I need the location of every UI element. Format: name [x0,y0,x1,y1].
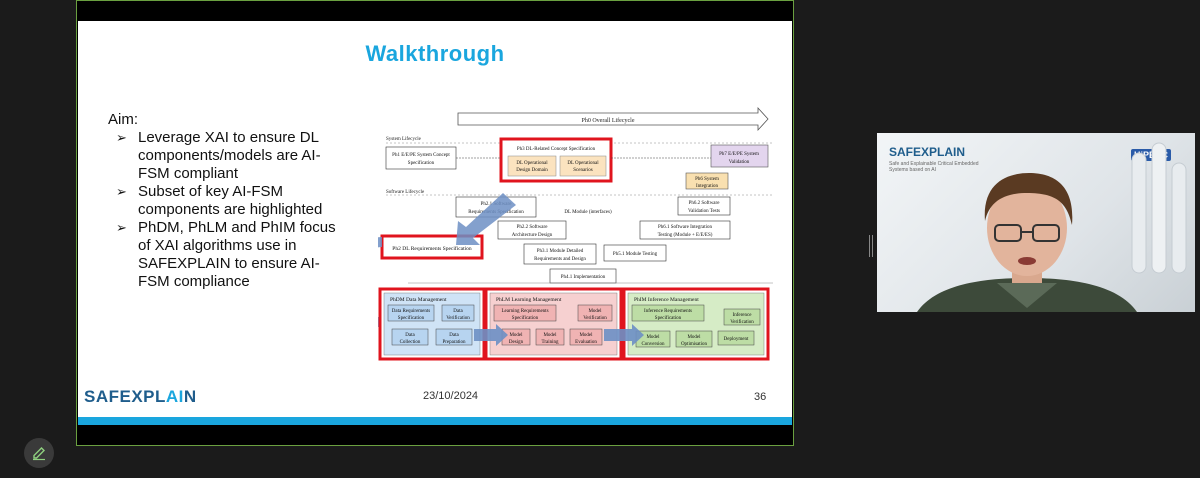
svg-text:Model: Model [687,335,701,340]
svg-text:Data: Data [453,309,463,314]
svg-text:Specification: Specification [398,316,425,321]
ph62-box [677,196,731,216]
aim-heading: Aim: [108,111,138,128]
svg-text:Validation: Validation [729,160,750,165]
slide-date: 23/10/2024 [423,390,479,402]
svg-text:Ph2.2 Software: Ph2.2 Software [517,225,549,230]
svg-text:PhLM Learning Management: PhLM Learning Management [496,297,562,303]
svg-text:Data: Data [405,333,415,338]
svg-text:Specification: Specification [512,316,539,321]
ph7-box [710,144,769,168]
svg-text:Ph6.1 Software Integration: Ph6.1 Software Integration [658,225,713,230]
svg-text:Ph6 System: Ph6 System [695,177,719,182]
svg-text:Ph4.1 Implementation: Ph4.1 Implementation [561,275,606,280]
system-lifecycle-label: System Lifecycle [386,137,422,142]
svg-text:DL Operational: DL Operational [567,161,599,166]
footer-bar [78,417,792,425]
aim-bullets: ➢Leverage XAI to ensure DL components/mo… [108,129,338,291]
svg-text:Data Requirements: Data Requirements [392,309,431,314]
software-lifecycle-label: Software Lifecycle [386,190,425,195]
svg-text:Specification: Specification [408,161,435,166]
svg-text:Ph6.2 Software: Ph6.2 Software [689,201,721,206]
svg-text:Optimisation: Optimisation [681,342,708,347]
svg-text:Testing (Module + E/E/ES): Testing (Module + E/E/ES) [658,233,713,238]
svg-text:Validation Tests: Validation Tests [688,209,720,214]
svg-text:Inference: Inference [733,313,753,318]
svg-text:Verification: Verification [446,316,470,321]
svg-text:Model: Model [543,333,557,338]
svg-text:Design: Design [509,340,524,345]
svg-text:PhDM Data Management: PhDM Data Management [390,297,447,303]
svg-text:Ph5.1 Module Testing: Ph5.1 Module Testing [613,252,658,257]
svg-text:Model: Model [509,333,523,338]
panel-resize-handle[interactable] [869,235,873,257]
pencil-icon [33,447,45,461]
svg-text:Integration: Integration [696,184,718,189]
svg-text:Architecture Design: Architecture Design [512,233,553,238]
slide-page-number: 36 [754,391,767,403]
arrow-bullet-icon: ➢ [116,130,127,145]
overall-lifecycle-arrow [457,106,769,132]
slide-footer: SAFEXPLAIN 23/10/2024 36 [78,387,792,445]
arrow-bullet-icon: ➢ [116,220,127,235]
speaker-figure [917,142,1187,312]
ph22-box [497,220,567,240]
lifecycle-diagram: Ph0 Overall Lifecycle System Lifecycle P… [378,106,773,361]
dl-domain-box [507,155,557,177]
svg-text:Model: Model [588,309,602,314]
svg-text:Evaluation: Evaluation [575,340,597,345]
overall-lifecycle-label: Ph0 Overall Lifecycle [582,117,635,124]
blue-right-arrow [604,324,644,346]
svg-text:Data: Data [449,333,459,338]
svg-text:Requirements and Design: Requirements and Design [534,257,586,262]
svg-text:Ph1 E/E/PE System Concept: Ph1 E/E/PE System Concept [392,153,450,158]
edit-button[interactable] [24,438,54,468]
svg-text:Training: Training [541,340,559,345]
arrow-bullet-icon: ➢ [116,184,127,199]
presentation-frame: Walkthrough Aim: ➢Leverage XAI to ensure… [76,0,794,446]
aim-bullet: ➢PhDM, PhLM and PhIM focus of XAI algori… [116,219,336,290]
svg-text:Collection: Collection [400,340,421,345]
svg-text:Model: Model [646,335,660,340]
ph51-box [603,244,667,262]
svg-text:Preparation: Preparation [442,340,466,345]
ph61-box [639,220,731,240]
svg-text:Ph2 DL Requirements Specificat: Ph2 DL Requirements Specification [392,245,472,252]
aim-block: Aim: ➢Leverage XAI to ensure DL componen… [108,111,338,291]
svg-text:Deployment: Deployment [724,337,749,342]
svg-text:Verification: Verification [730,320,754,325]
blue-down-arrow [456,193,516,245]
dl-scenarios-box [559,155,607,177]
slide-title: Walkthrough [365,41,505,66]
svg-text:DL Operational: DL Operational [516,161,548,166]
blue-right-arrow [474,324,508,346]
svg-text:Ph3.1 Module Detailed: Ph3.1 Module Detailed [537,249,584,254]
svg-text:Ph3 DL-Related Concept Specifi: Ph3 DL-Related Concept Specification [517,147,596,152]
ph6-box [685,172,729,190]
ph31-box [523,243,597,265]
svg-text:Ph7 E/E/PE System: Ph7 E/E/PE System [719,152,759,157]
safexplain-logo: SAFEXPLAIN [84,387,197,406]
svg-text:Conversion: Conversion [641,342,665,347]
svg-text:Model: Model [579,333,593,338]
svg-text:Scenarios: Scenarios [573,168,592,173]
svg-text:Inference Requirements: Inference Requirements [644,309,692,314]
aim-bullet: ➢Subset of key AI-FSM components are hig… [116,183,323,218]
svg-text:Verification: Verification [583,316,607,321]
svg-text:Specification: Specification [655,316,682,321]
svg-text:Learning Requirements: Learning Requirements [501,309,548,314]
dl-module-label: DL Module (interfaces) [564,210,612,215]
svg-text:Design Domain: Design Domain [516,168,548,173]
svg-text:PhIM Inference Management: PhIM Inference Management [634,296,699,303]
aim-bullet: ➢Leverage XAI to ensure DL components/mo… [116,129,321,182]
slide: Walkthrough Aim: ➢Leverage XAI to ensure… [78,21,792,445]
